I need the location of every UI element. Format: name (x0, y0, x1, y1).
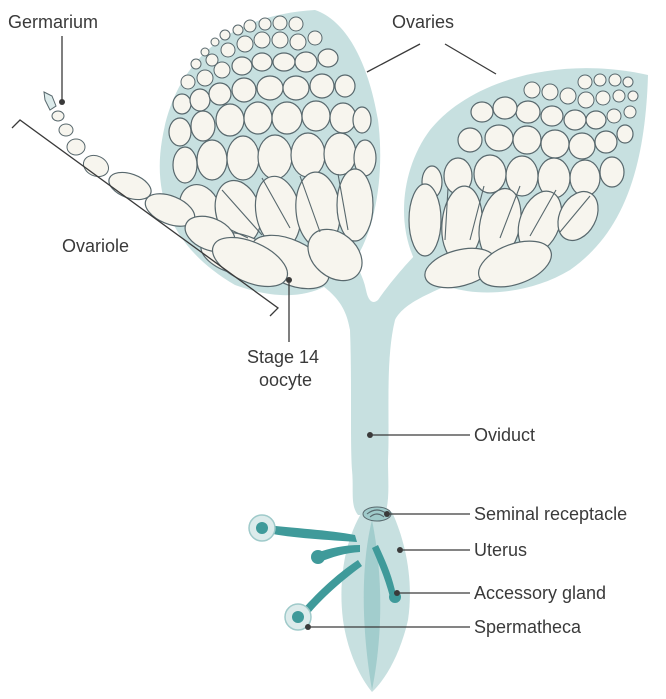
label-oviduct: Oviduct (474, 425, 535, 445)
label-accessory-gland: Accessory gland (474, 583, 606, 603)
label-germarium: Germarium (8, 12, 98, 32)
label-ovariole: Ovariole (62, 236, 129, 256)
label-uterus: Uterus (474, 540, 527, 560)
label-stage14-line1: Stage 14 (247, 347, 319, 367)
label-ovaries: Ovaries (392, 12, 454, 32)
label-spermatheca: Spermatheca (474, 617, 582, 637)
label-stage14-line2: oocyte (259, 370, 312, 390)
label-seminal-receptacle: Seminal receptacle (474, 504, 627, 524)
